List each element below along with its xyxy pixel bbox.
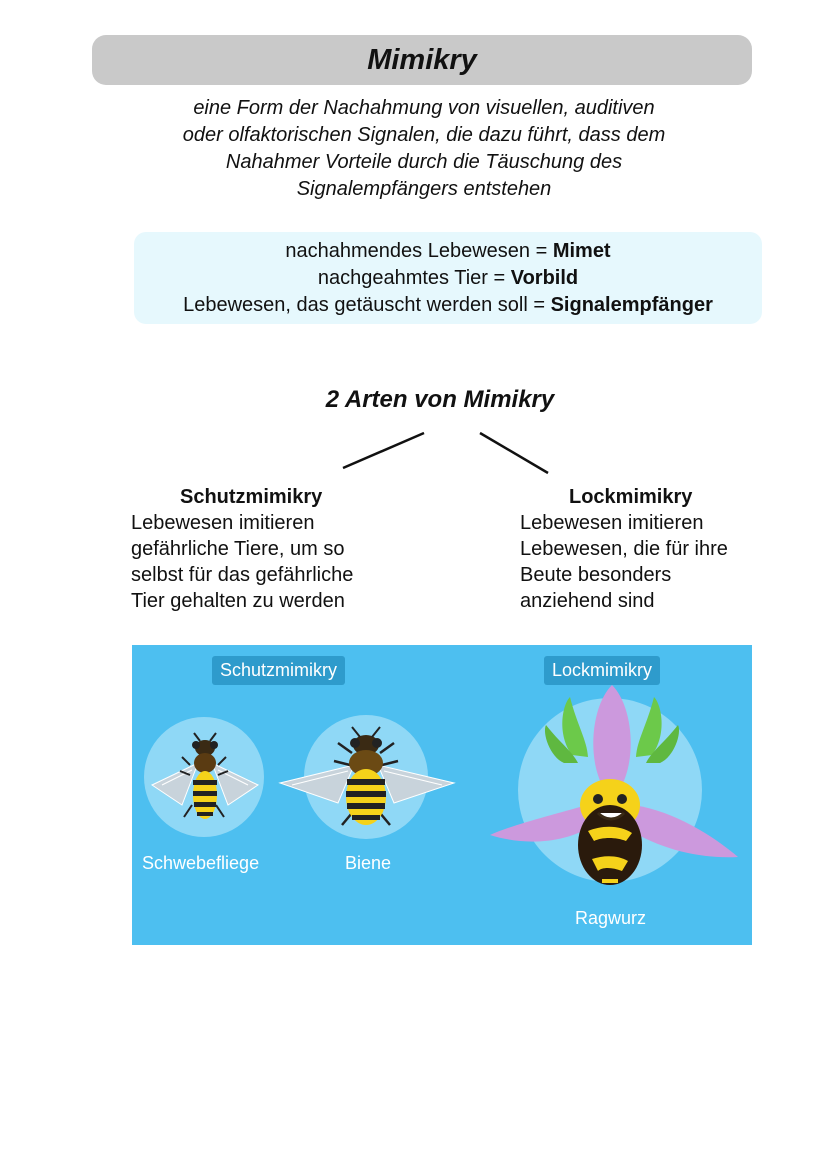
schutzmimikry-line: gefährliche Tiere, um so — [131, 538, 345, 560]
lockmimikry-column: Lockmimikry Lebewesen imitieren Lebewese… — [520, 484, 728, 614]
lockmimikry-line: Beute besonders — [520, 564, 672, 586]
illustration-graphics — [144, 685, 738, 885]
orchid-icon — [490, 685, 738, 885]
term-label: Lebewesen, das getäuscht werden soll = — [183, 294, 551, 316]
chip-schutzmimikry: Schutzmimikry — [212, 656, 346, 685]
definition-line: oder olfaktorischen Signalen, die dazu f… — [182, 124, 666, 146]
schutzmimikry-column: Schutzmimikry Lebewesen imitieren gefähr… — [131, 484, 353, 614]
term-label: nachgeahmtes Tier = — [317, 267, 511, 289]
schutzmimikry-line: Lebewesen imitieren — [131, 512, 315, 534]
term-value: Vorbild — [510, 267, 579, 289]
schutzmimikry-line: Tier gehalten zu werden — [131, 590, 345, 612]
definition-text: eine Form der Nachahmung von visuellen, … — [100, 95, 748, 203]
label-ragwurz: Ragwurz — [575, 908, 647, 928]
terms-box: nachahmendes Lebewesen = Mimet nachgeahm… — [134, 232, 762, 324]
term-label: nachahmendes Lebewesen = — [285, 240, 553, 262]
label-biene: Biene — [345, 853, 392, 873]
branch-line-left — [342, 431, 425, 470]
term-value: Signalempfänger — [550, 294, 713, 316]
term-vorbild: nachgeahmtes Tier = Vorbild — [134, 265, 762, 292]
term-mimet: nachahmendes Lebewesen = Mimet — [134, 238, 762, 265]
definition-line: eine Form der Nachahmung von visuellen, … — [193, 97, 655, 119]
page-title: Mimikry — [367, 43, 477, 76]
branch-line-right — [479, 431, 549, 475]
hoverfly-icon — [150, 732, 260, 819]
chip-lockmimikry: Lockmimikry — [544, 656, 661, 685]
lockmimikry-title: Lockmimikry — [569, 486, 693, 508]
lockmimikry-line: Lebewesen, die für ihre — [520, 538, 728, 560]
definition-line: Nahahmer Vorteile durch die Täuschung de… — [225, 151, 623, 173]
definition-line: Signalempfängers entstehen — [296, 178, 552, 200]
term-value: Mimet — [552, 240, 611, 262]
lockmimikry-line: Lebewesen imitieren — [520, 512, 704, 534]
types-heading: 2 Arten von Mimikry — [325, 386, 555, 413]
branch-lines — [342, 431, 549, 475]
mimicry-illustration: Schutzmimikry Lockmimikry Schwebefliege … — [132, 645, 752, 945]
label-schwebefliege: Schwebefliege — [142, 853, 260, 873]
term-signalempfaenger: Lebewesen, das getäuscht werden soll = S… — [134, 292, 762, 319]
schutzmimikry-line: selbst für das gefährliche — [131, 564, 354, 586]
lockmimikry-line: anziehend sind — [520, 590, 655, 612]
schutzmimikry-title: Schutzmimikry — [180, 486, 323, 508]
bee-icon — [278, 726, 456, 826]
title-bar: Mimikry — [92, 35, 752, 85]
